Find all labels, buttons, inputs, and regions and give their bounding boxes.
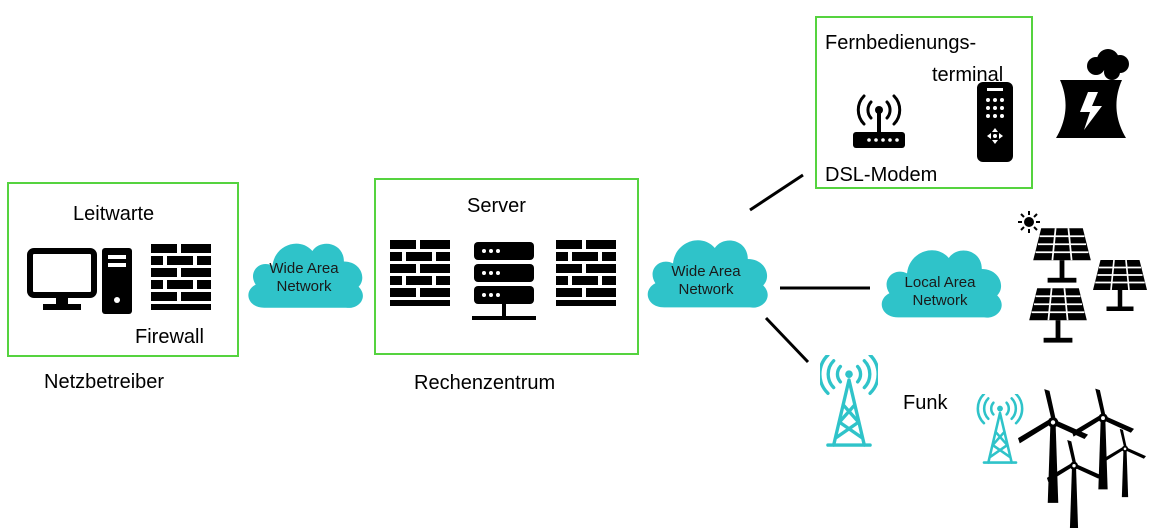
remote-terminal-box: Fernbedienungs- terminal xyxy=(815,16,1033,189)
server-label: Server xyxy=(467,195,526,217)
router-icon xyxy=(851,94,907,150)
link-wan-to-modem xyxy=(749,173,804,212)
sun-icon xyxy=(1018,211,1040,233)
solar-panel-icon-1 xyxy=(1030,228,1094,286)
modem-label: DSL-Modem xyxy=(825,164,938,186)
wan-cloud-left: Wide Area Network xyxy=(240,230,368,314)
wan-right-line1: Wide Area xyxy=(671,263,741,280)
firewall-label: Firewall xyxy=(135,326,204,348)
monitor-icon xyxy=(27,248,97,312)
terminal-label-line1: Fernbedienungs- xyxy=(825,32,977,54)
firewall-icon-right xyxy=(556,240,616,306)
control-room-label: Leitwarte xyxy=(73,203,155,225)
wind-turbine-icon-4 xyxy=(1046,440,1102,528)
server-rack-icon xyxy=(472,240,536,324)
wan-left-line2: Network xyxy=(276,278,332,295)
server-box: Server xyxy=(374,178,639,355)
firewall-icon xyxy=(151,244,211,310)
pc-tower-icon xyxy=(102,248,132,314)
wan-right-line2: Network xyxy=(678,281,734,298)
wind-turbine-icon-3 xyxy=(1104,424,1146,502)
wan-cloud-right: Wide Area Network xyxy=(640,225,772,315)
power-plant-icon xyxy=(1050,48,1132,138)
operator-caption: Netzbetreiber xyxy=(44,371,165,393)
lan-line1: Local Area xyxy=(904,274,976,291)
solar-panel-icon-3 xyxy=(1026,288,1090,346)
radio-antenna-icon xyxy=(820,355,878,447)
datacenter-caption: Rechenzentrum xyxy=(414,372,556,394)
firewall-icon-left xyxy=(390,240,450,306)
lan-line2: Network xyxy=(912,292,968,309)
radio-label: Funk xyxy=(903,392,948,414)
wan-left-line1: Wide Area xyxy=(269,260,339,277)
remote-control-icon xyxy=(977,82,1013,162)
lan-cloud: Local Area Network xyxy=(872,236,1008,324)
solar-panel-icon-2 xyxy=(1090,260,1150,314)
operator-box: Leitwarte Firewall xyxy=(7,182,239,357)
link-wan-to-radio xyxy=(764,316,810,364)
terminal-label-line2: terminal xyxy=(932,64,1004,86)
